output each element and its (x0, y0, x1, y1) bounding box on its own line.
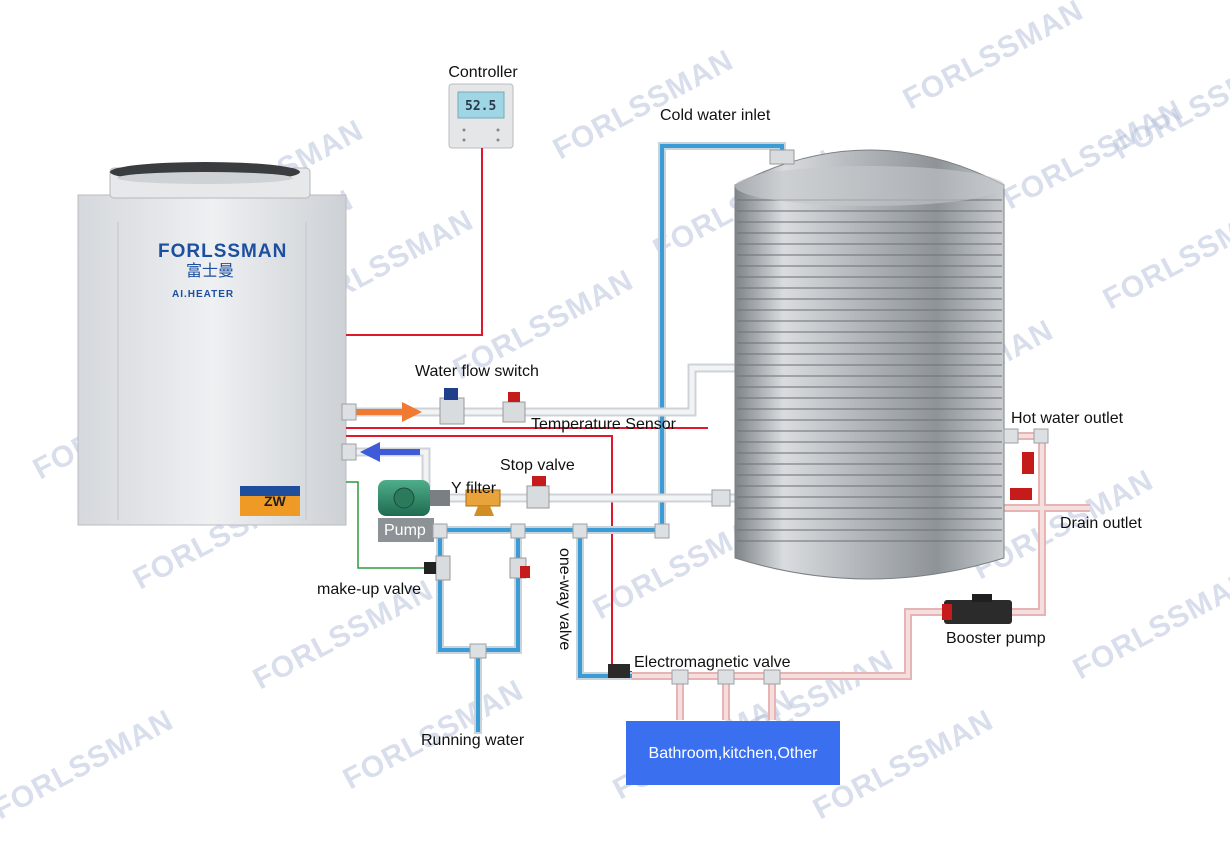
water-flow-switch (439, 388, 526, 425)
consumer-box-label: Bathroom,kitchen,Other (649, 745, 819, 762)
electromagnetic-valve (608, 664, 630, 678)
label-cold-water-inlet: Cold water inlet (660, 107, 771, 124)
watermark-text: FORLSSMAN (1098, 194, 1230, 317)
label-temperature-sensor: Temperature Sensor (531, 416, 677, 433)
watermark-text: FORLSSMAN (0, 704, 179, 827)
y-filter (465, 489, 501, 516)
cold-inlet-fitting (769, 149, 795, 165)
orange-flow-arrow (356, 402, 422, 422)
watermark-text: FORLSSMAN (1108, 44, 1230, 167)
label-y-filter: Y filter (451, 480, 497, 497)
unit-badge-text: ZW (264, 493, 287, 509)
pipe-fittings (341, 403, 1049, 685)
label-pump: Pump (384, 522, 426, 539)
diagram-labels: Controller Cold water inlet Water flow s… (317, 64, 1142, 749)
make-up-valve (424, 555, 451, 581)
label-make-up-valve: make-up valve (317, 581, 421, 598)
booster-pump-body (942, 594, 1012, 624)
unit-brand-text: FORLSSMAN (158, 241, 287, 262)
running-water-valve (509, 557, 530, 579)
watermark-text: FORLSSMAN (1068, 564, 1230, 687)
label-drain-outlet: Drain outlet (1060, 515, 1142, 532)
label-running-water: Running water (421, 732, 525, 749)
label-hot-water-outlet: Hot water outlet (1011, 410, 1124, 427)
water-tank (734, 149, 1005, 580)
unit-model-text: AI.HEATER (172, 289, 234, 300)
watermark-text: FORLSSMAN (898, 0, 1089, 116)
label-stop-valve: Stop valve (500, 457, 575, 474)
controller-panel: 52.5 (448, 83, 514, 149)
label-booster-pump: Booster pump (946, 630, 1046, 647)
consumer-box: Bathroom,kitchen,Other (626, 721, 840, 785)
circulation-pump (378, 480, 450, 542)
hot-outlet-valves (1010, 452, 1034, 500)
controller-display: 52.5 (465, 99, 496, 114)
unit-brand-cn-text: 富士曼 (186, 262, 234, 280)
label-electromagnetic-valve: Electromagnetic valve (634, 654, 791, 671)
label-one-way-valve: one-way valve (556, 548, 573, 650)
heat-pump-unit: FORLSSMAN 富士曼 AI.HEATER ZW (77, 162, 347, 526)
blue-flow-arrow (360, 442, 420, 462)
stop-valve (526, 476, 550, 509)
label-water-flow-switch: Water flow switch (415, 363, 539, 380)
label-controller: Controller (448, 64, 518, 81)
